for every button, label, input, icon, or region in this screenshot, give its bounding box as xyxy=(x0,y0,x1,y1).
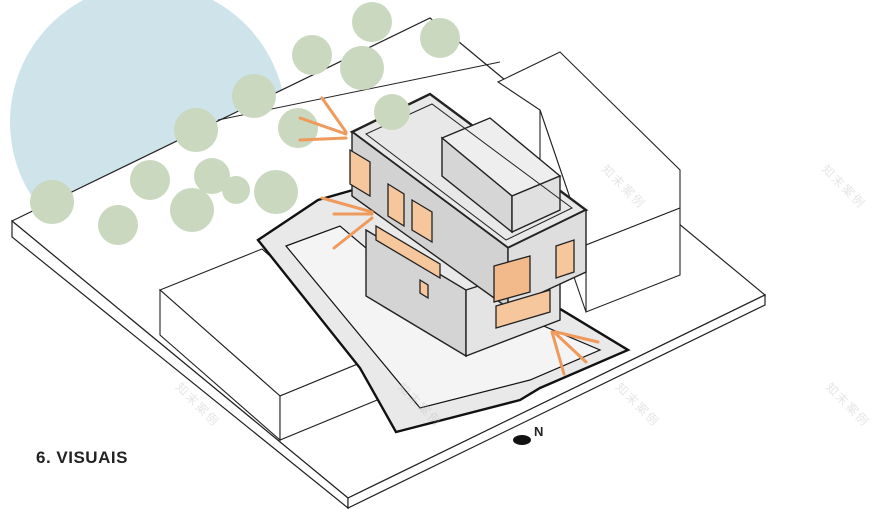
view-arrows xyxy=(298,96,600,376)
diagram-title: 6. VISUAIS xyxy=(36,448,128,467)
trees xyxy=(30,2,460,245)
north-marker-icon xyxy=(513,435,531,445)
neighbor-building-west xyxy=(158,248,384,442)
north-label: N xyxy=(534,424,544,439)
windows xyxy=(349,148,575,329)
